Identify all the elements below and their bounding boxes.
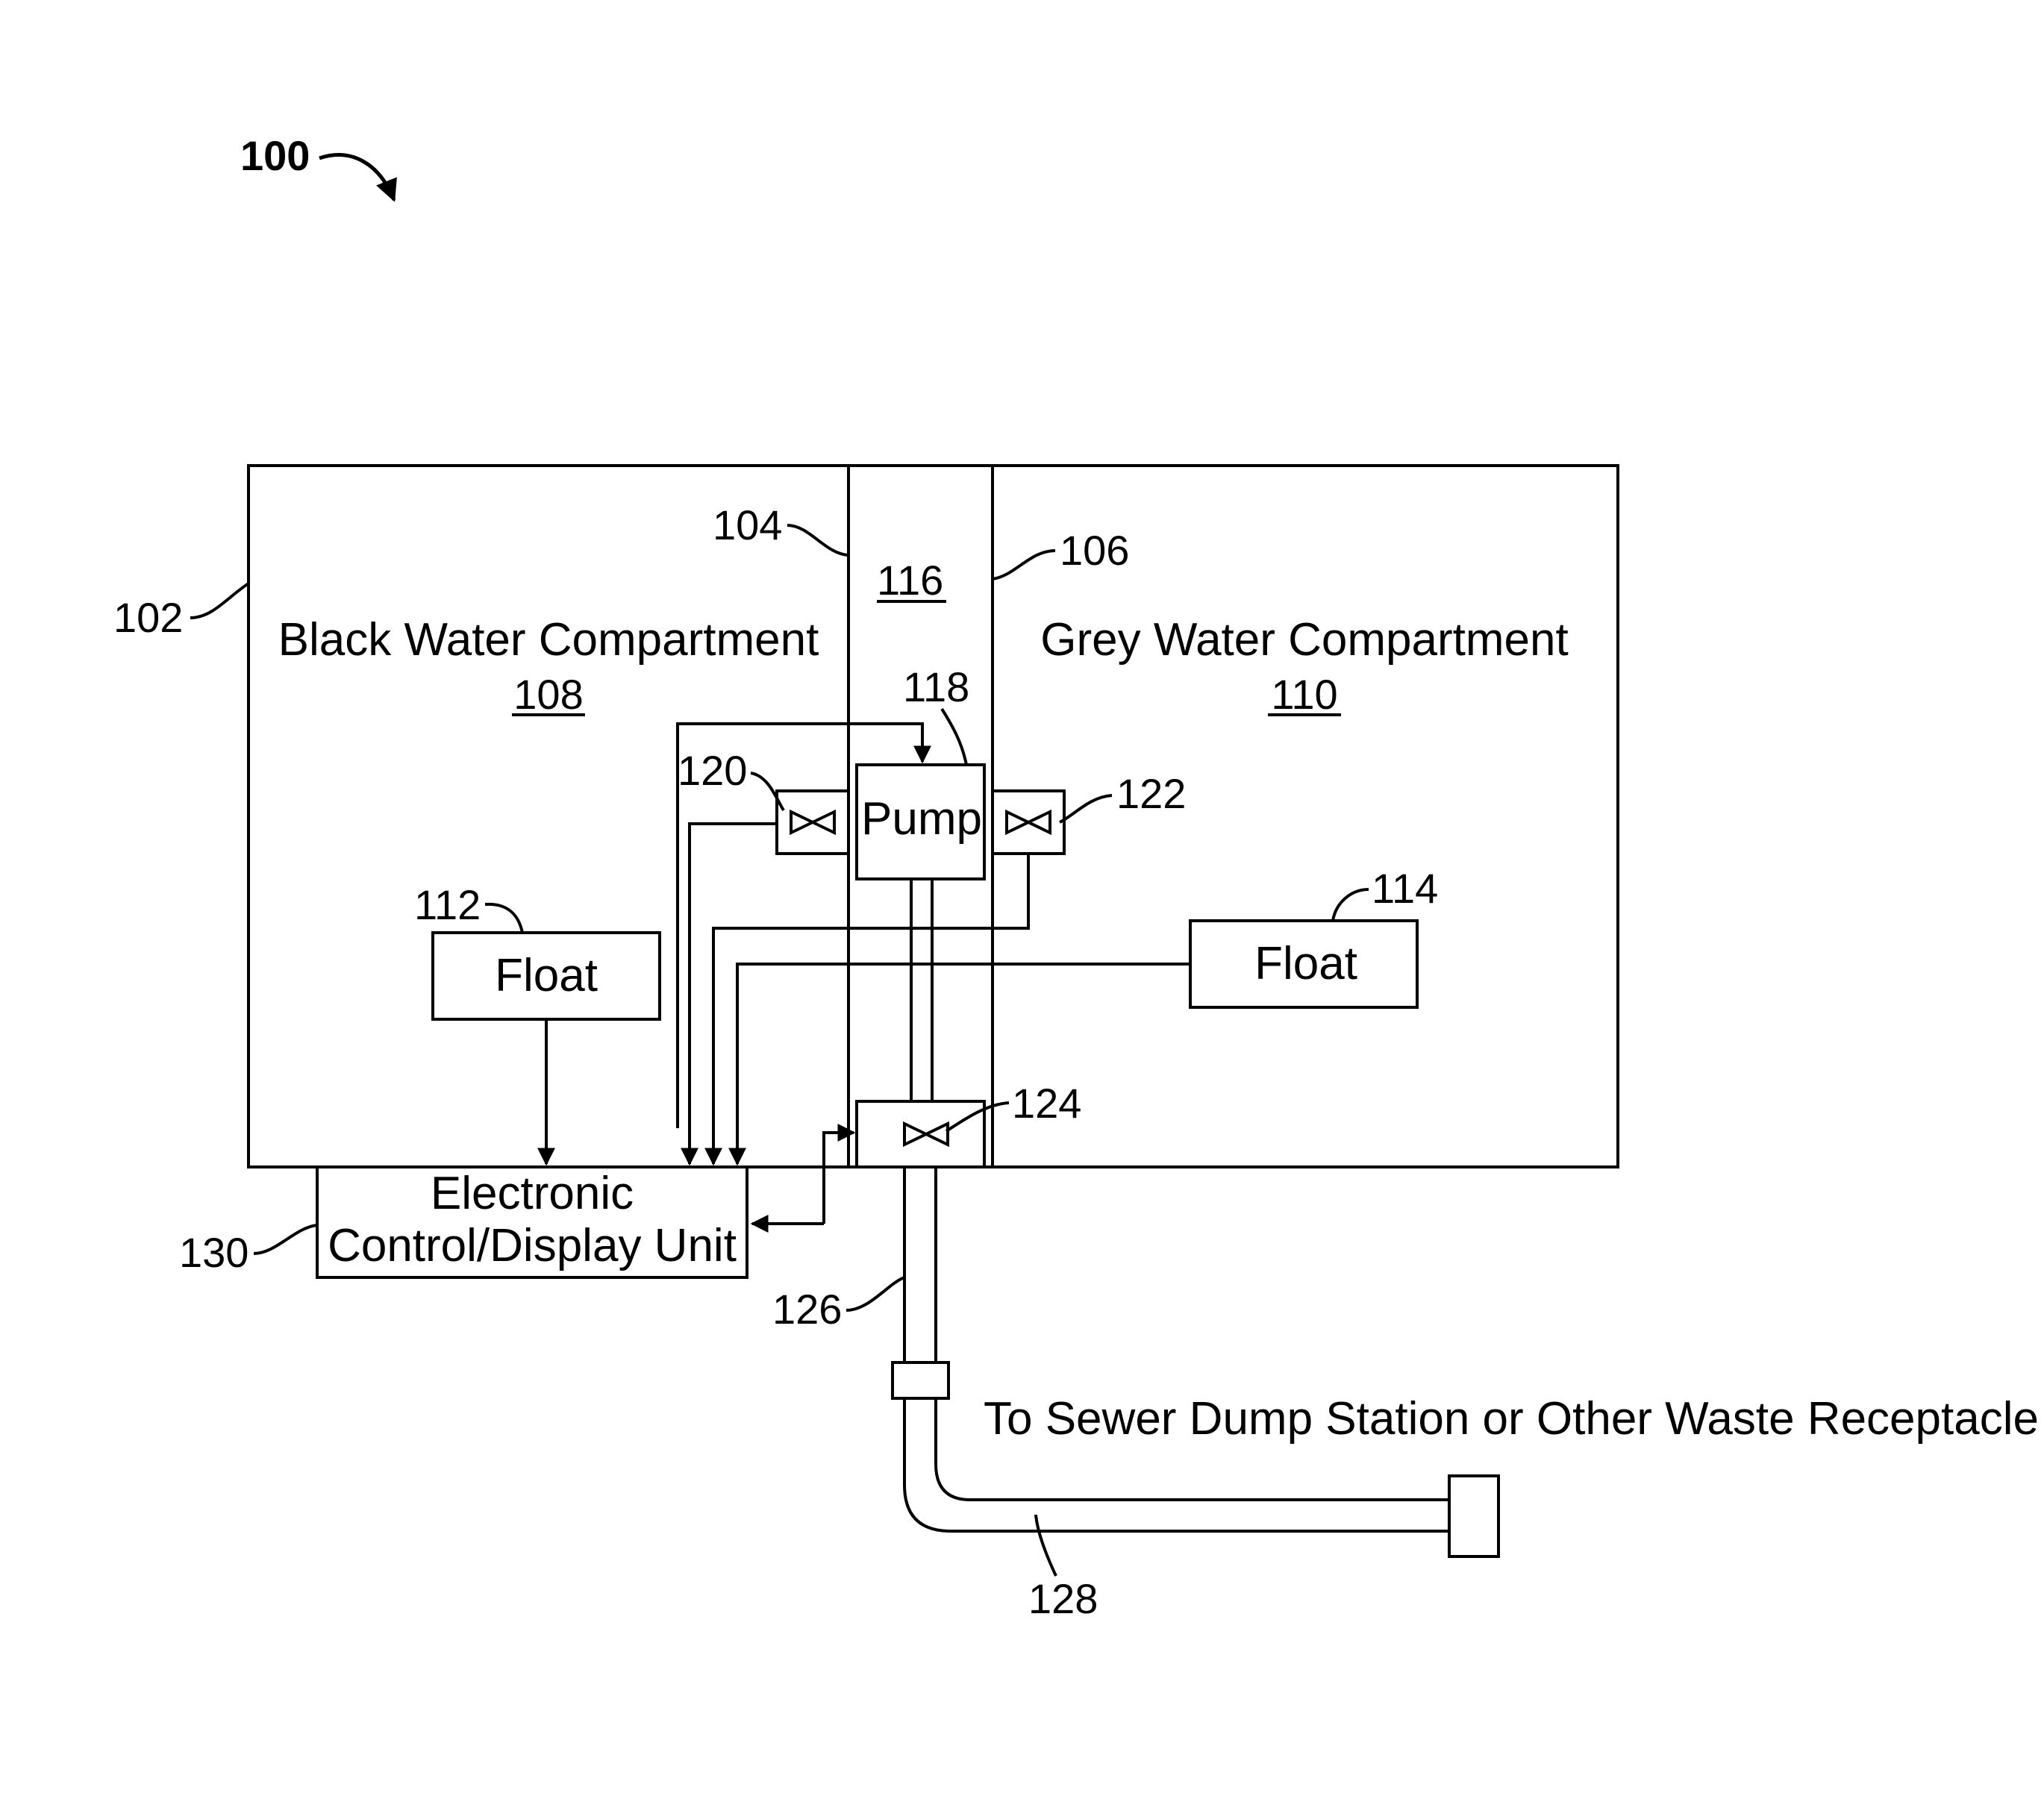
control-unit-label-1: Electronic <box>431 1168 634 1219</box>
control-unit-label-2: Control/Display Unit <box>328 1220 737 1271</box>
figure-number: 100 <box>240 132 310 179</box>
valve-left-ref: 120 <box>678 747 747 794</box>
pump-label: Pump <box>861 793 982 845</box>
grey-compartment-ref: 110 <box>1271 671 1337 718</box>
float-right-label: Float <box>1254 938 1357 989</box>
tank-leader <box>190 583 249 618</box>
wall-right-ref: 106 <box>1060 527 1129 574</box>
control-unit-leader <box>254 1225 317 1254</box>
tank-ref: 102 <box>113 594 183 641</box>
valve-bottom-box <box>857 1101 984 1167</box>
outlet-caption: To Sewer Dump Station or Other Waste Rec… <box>984 1393 2039 1445</box>
pipe-ref: 126 <box>772 1286 842 1333</box>
black-compartment-label: Black Water Compartment <box>278 614 819 666</box>
float-left-label: Float <box>495 950 598 1001</box>
valve-right-leader <box>1060 795 1112 822</box>
wall-left-ref: 104 <box>713 501 782 548</box>
float-right-leader <box>1333 889 1369 921</box>
hose-leader <box>1036 1515 1056 1576</box>
coupling <box>893 1362 948 1398</box>
pump-ref: 118 <box>903 663 969 710</box>
grey-compartment-label: Grey Water Compartment <box>1040 614 1568 666</box>
figure-number-arrow <box>319 155 394 200</box>
hose-end-fitting <box>1449 1476 1498 1556</box>
valve-left-line <box>690 824 777 1164</box>
wall-left-leader <box>787 525 848 555</box>
wall-right-leader <box>993 551 1055 579</box>
valve-right-ref: 122 <box>1116 770 1186 817</box>
float-left-leader <box>485 904 522 933</box>
hose-ref: 128 <box>1028 1575 1098 1622</box>
pump-leader <box>942 709 966 765</box>
control-unit-ref: 130 <box>179 1229 249 1276</box>
black-compartment-ref: 108 <box>513 671 583 718</box>
float-left-ref: 112 <box>414 881 481 928</box>
pipe-leader <box>846 1277 904 1310</box>
channel-ref: 116 <box>877 557 943 604</box>
float-right-ref: 114 <box>1372 865 1438 912</box>
valve-bottom-ref: 124 <box>1012 1080 1081 1127</box>
